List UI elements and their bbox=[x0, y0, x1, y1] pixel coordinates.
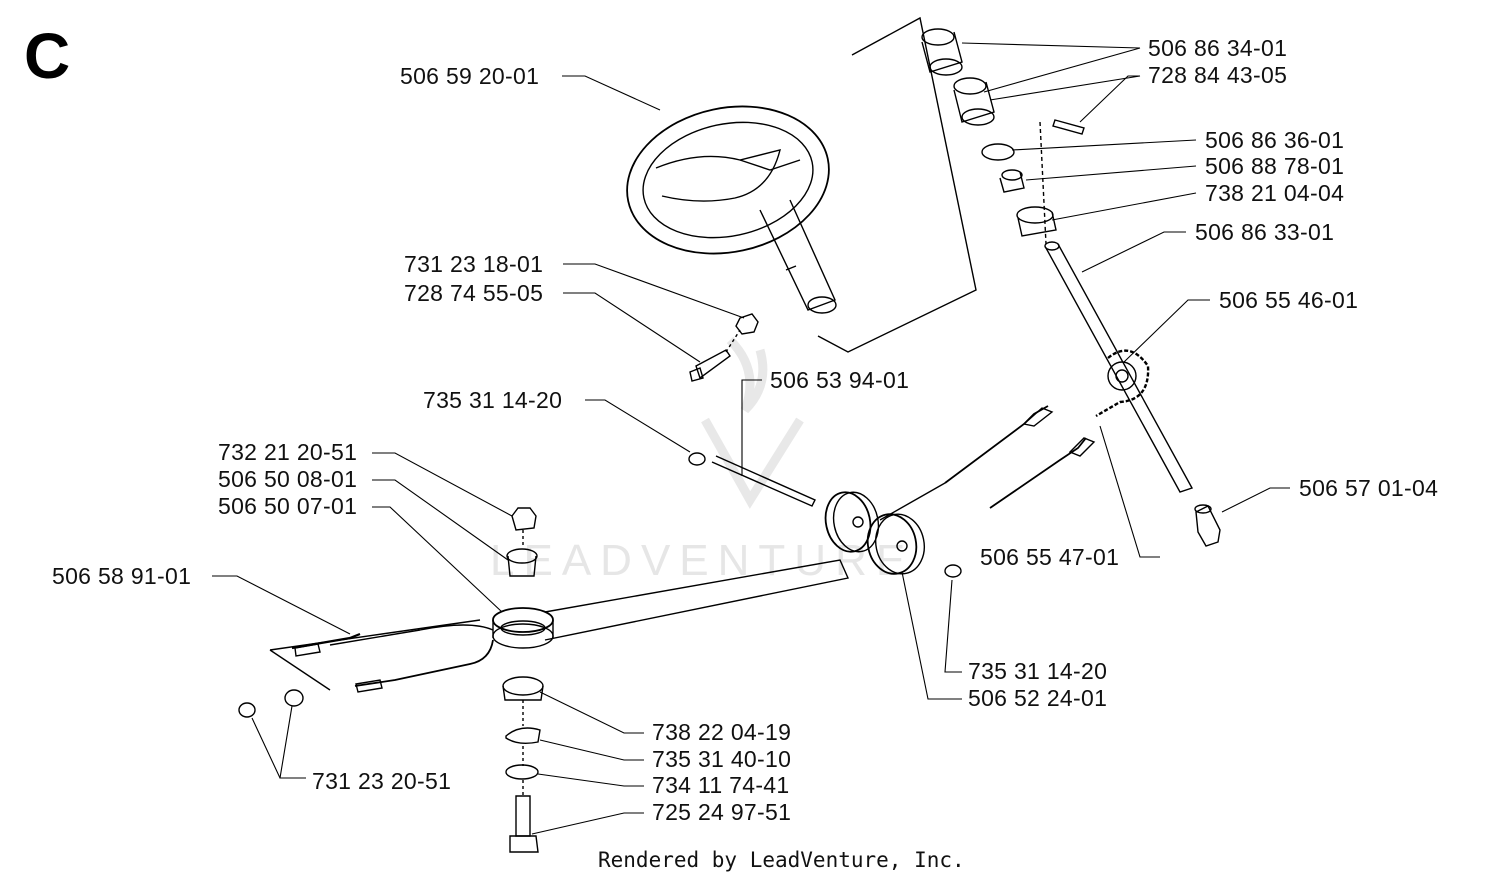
part-label-steering-wheel: 506 59 20-01 bbox=[400, 63, 540, 89]
part-label-pulley-clip: 735 31 14-20 bbox=[968, 658, 1108, 684]
part-label-pulley-axle: 506 53 94-01 bbox=[770, 367, 910, 393]
steering-wheel-drawing bbox=[626, 105, 837, 314]
part-label-washer-top: 506 86 36-01 bbox=[1205, 127, 1345, 153]
cable-nuts-drawing bbox=[238, 689, 304, 718]
part-label-ball-bearing-bottom: 738 22 04-19 bbox=[652, 719, 792, 745]
part-label-steering-cable: 506 58 91-01 bbox=[52, 563, 192, 589]
wheel-group-box bbox=[817, 16, 977, 353]
part-label-bushing-flanged: 506 88 78-01 bbox=[1205, 153, 1345, 179]
axle-beam-drawing bbox=[544, 559, 849, 641]
part-label-axle-clip: 735 31 14-20 bbox=[423, 387, 563, 413]
wheel-nut-drawing bbox=[689, 313, 759, 382]
part-label-cable-assembly: 506 55 47-01 bbox=[980, 544, 1120, 570]
center-pulley-stack-drawing bbox=[492, 507, 554, 853]
part-label-ball-bearing-top: 738 21 04-04 bbox=[1205, 180, 1345, 206]
cables-drawing bbox=[879, 405, 1096, 521]
part-label-lock-nut: 732 21 20-51 bbox=[218, 439, 358, 465]
part-label-flat-washer: 734 11 74-41 bbox=[652, 772, 790, 798]
leader-lines bbox=[212, 42, 1290, 835]
part-label-shaft-bolt: 506 57 01-04 bbox=[1299, 475, 1439, 501]
part-label-sprocket-chain: 506 55 46-01 bbox=[1219, 287, 1359, 313]
part-label-guide-pulley: 506 52 24-01 bbox=[968, 685, 1108, 711]
part-label-cable-nuts: 731 23 20-51 bbox=[312, 768, 452, 794]
part-label-spacer: 506 50 08-01 bbox=[218, 466, 358, 492]
part-label-set-screw: 728 84 43-05 bbox=[1148, 62, 1288, 88]
part-label-steering-shaft: 506 86 33-01 bbox=[1195, 219, 1335, 245]
part-label-wheel-nut: 728 74 55-05 bbox=[404, 280, 544, 306]
part-label-cable-pulley: 506 50 07-01 bbox=[218, 493, 358, 519]
section-letter: C bbox=[24, 20, 71, 92]
sprocket-chain-drawing bbox=[1095, 349, 1150, 418]
part-label-steering-bushing-top: 506 86 34-01 bbox=[1148, 35, 1288, 61]
part-label-retaining-ring: 735 31 40-10 bbox=[652, 746, 792, 772]
part-label-wheel-bolt: 731 23 18-01 bbox=[404, 251, 544, 277]
footer-credit: Rendered by LeadVenture, Inc. bbox=[598, 848, 965, 872]
watermark-logo-icon bbox=[701, 336, 804, 509]
pulley-axle-drawing bbox=[688, 452, 816, 507]
column-parts-drawing bbox=[921, 28, 1194, 493]
pulleys-drawing bbox=[824, 491, 962, 578]
steering-cable-drawing bbox=[269, 619, 494, 693]
part-label-pivot-bolt: 725 24 97-51 bbox=[652, 799, 792, 825]
shaft-bolt-drawing bbox=[1194, 504, 1221, 547]
